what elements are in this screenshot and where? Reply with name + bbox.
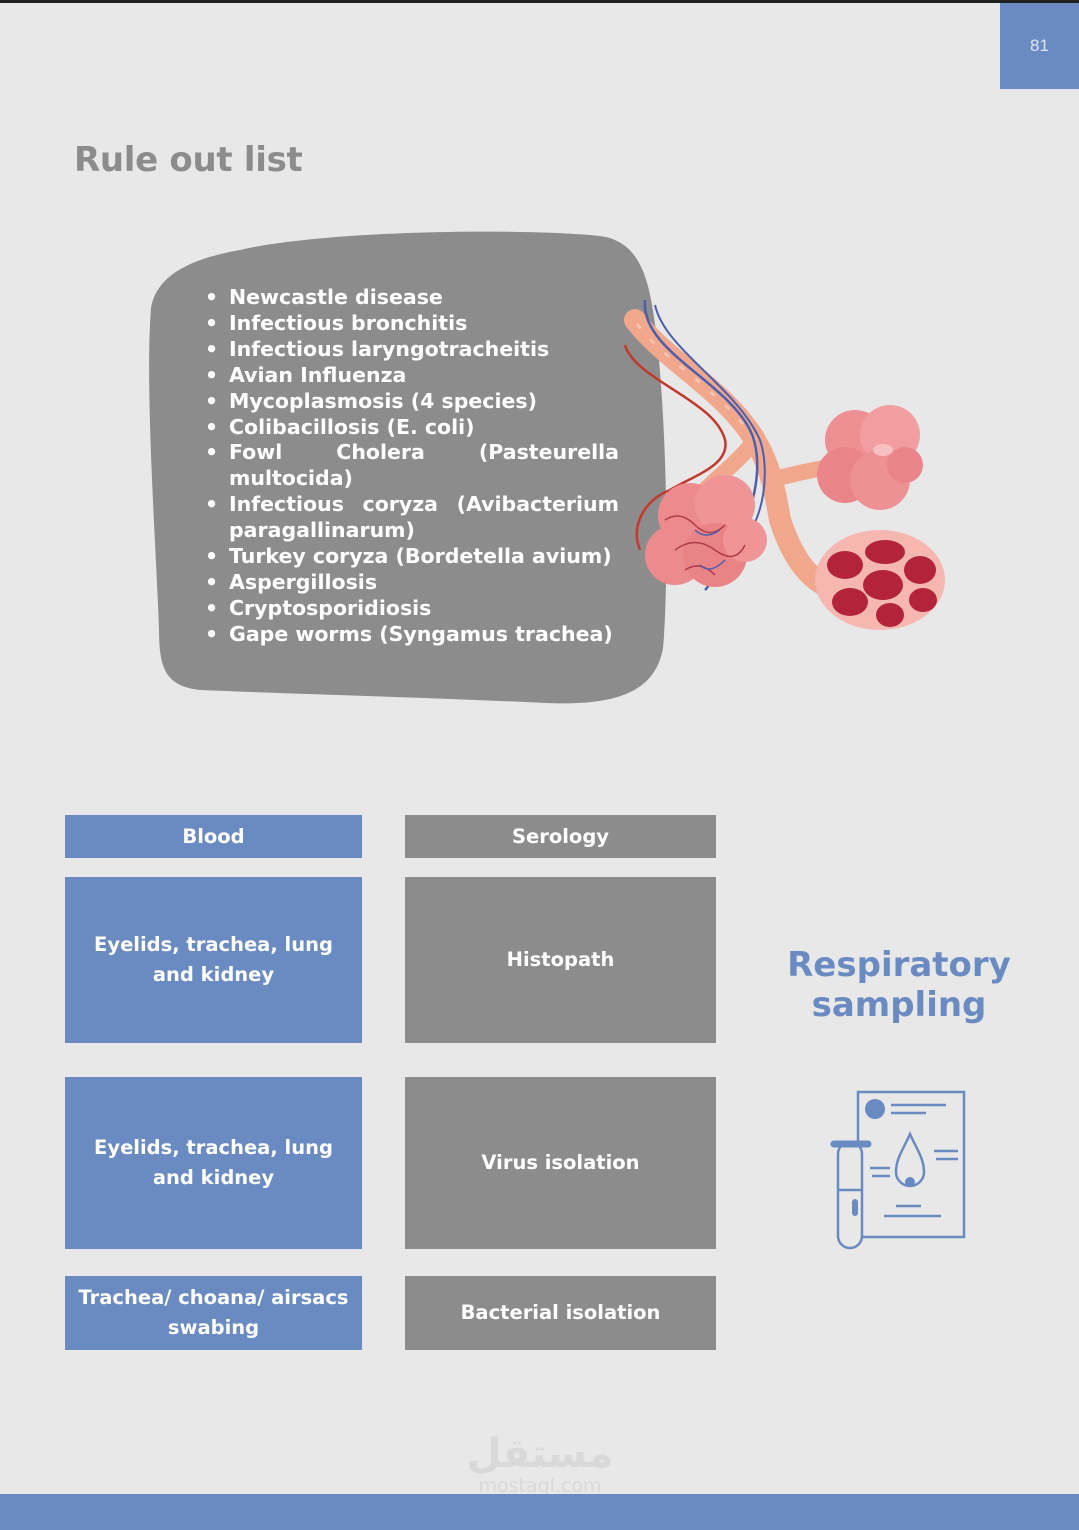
bullet-icon: • [205,414,219,439]
bullet-icon: • [205,544,219,569]
list-item: •Avian Influenza [205,362,407,387]
page-title: Rule out list [74,140,303,180]
sample-cell: Blood [65,815,362,858]
lab-test-report-icon [830,1090,966,1250]
bullet-icon: • [205,569,219,594]
list-item: •Aspergillosis [205,569,378,594]
bullet-icon: • [205,362,219,387]
test-cell: Serology [405,815,716,858]
list-item: •Fowl Cholera (Pasteurella multocida) [205,440,619,491]
respiratory-sampling-heading: Respiratory sampling [787,945,1011,1025]
test-cell: Histopath [405,877,716,1043]
bullet-icon: • [205,492,219,517]
rule-out-list: •Newcastle disease •Infectious bronchiti… [205,285,619,648]
rule-out-list-background [149,231,667,704]
alveoli-healthy-icon [817,405,923,510]
watermark: مستقل mostaql.com [466,1431,614,1497]
lungs-alveoli-illustration [623,299,945,630]
sample-cell: Eyelids, trachea, lung and kidney [65,1077,362,1249]
list-item: •Colibacillosis (E. coli) [205,414,475,439]
top-border [0,0,1079,3]
list-item: •Gape worms (Syngamus trachea) [205,621,613,646]
bullet-icon: • [205,336,219,361]
sample-cell: Eyelids, trachea, lung and kidney [65,877,362,1043]
page-number-badge: 81 [1000,3,1079,89]
list-item: •Infectious laryngotracheitis [205,336,550,361]
bullet-icon: • [205,440,219,465]
sample-cell: Trachea/ choana/ airsacs swabing [65,1276,362,1350]
list-item: •Cryptosporidiosis [205,595,432,620]
alveoli-cluster-icon [645,475,767,587]
list-item: •Mycoplasmosis (4 species) [205,388,537,413]
list-item: •Turkey coryza (Bordetella avium) [205,544,612,569]
list-item: •Infectious bronchitis [205,310,468,335]
bullet-icon: • [205,285,219,309]
bullet-icon: • [205,621,219,646]
bullet-icon: • [205,310,219,335]
bullet-icon: • [205,388,219,413]
footer-bar [0,1494,1079,1530]
bullet-icon: • [205,595,219,620]
list-item: •Infectious coryza (Avibacterium paragal… [205,492,619,543]
test-cell: Bacterial isolation [405,1276,716,1350]
test-cell: Virus isolation [405,1077,716,1249]
page-number: 81 [1030,36,1049,55]
alveoli-damaged-icon [815,530,945,630]
list-item: •Newcastle disease [205,285,443,309]
